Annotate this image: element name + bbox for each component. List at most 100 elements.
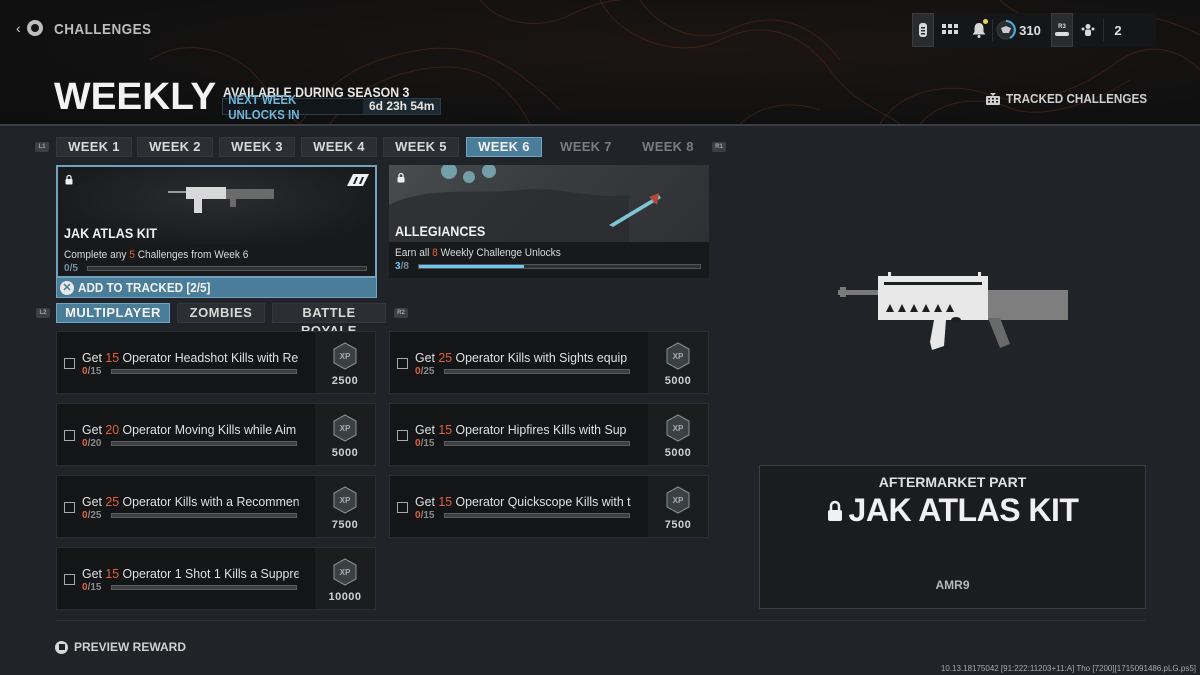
xp-badge-icon: XP bbox=[333, 342, 357, 370]
xp-amount: 5000 bbox=[664, 375, 692, 387]
xp-badge-icon: XP bbox=[666, 414, 690, 442]
tab-week-7[interactable]: WEEK 7 bbox=[560, 139, 612, 154]
tracked-challenges-button[interactable]: TRACKED CHALLENGES bbox=[986, 91, 1163, 106]
challenge-progress: 0/25 bbox=[415, 366, 435, 377]
reward-title-text: JAK ATLAS KIT bbox=[848, 492, 1079, 528]
brand-logo-icon bbox=[347, 174, 369, 186]
challenge-progress: 0/15 bbox=[415, 510, 435, 521]
lock-icon bbox=[827, 500, 842, 521]
tracked-challenges-label: TRACKED CHALLENGES bbox=[1006, 91, 1148, 106]
tab-multiplayer[interactable]: MULTIPLAYER bbox=[56, 303, 170, 323]
header-divider bbox=[0, 124, 1200, 126]
challenge-progress: 0/15 bbox=[415, 438, 435, 449]
reward-progress-bar bbox=[87, 266, 367, 271]
next-unlock-label: NEXT WEEK UNLOCKS IN bbox=[228, 91, 300, 122]
footer-divider bbox=[56, 620, 1146, 621]
lock-icon bbox=[65, 175, 73, 185]
reward-card-allegiances[interactable]: ALLEGIANCES Earn all 8 Weekly Challenge … bbox=[389, 165, 709, 278]
preview-reward-button[interactable]: PREVIEW REWARD bbox=[55, 640, 186, 654]
track-checkbox[interactable] bbox=[397, 358, 408, 369]
weapon-preview-image bbox=[838, 272, 1068, 350]
reward-progress: 3/8 bbox=[395, 261, 409, 272]
reward-card-jak-atlas-kit[interactable]: JAK ATLAS KIT Complete any 5 Challenges … bbox=[56, 165, 377, 278]
reward-category: AFTERMARKET PART bbox=[878, 474, 1027, 490]
reward-art bbox=[58, 167, 375, 244]
grid-menu-button[interactable] bbox=[934, 13, 966, 47]
preview-reward-label: PREVIEW REWARD bbox=[74, 640, 187, 654]
challenge-row[interactable]: Get 15 Operator Hipfires Kills with Sup … bbox=[389, 403, 709, 466]
challenge-progress-bar bbox=[111, 585, 297, 590]
controller-icon bbox=[919, 23, 927, 37]
notification-dot bbox=[983, 19, 988, 24]
challenge-row[interactable]: Get 15 Operator Quickscope Kills with t … bbox=[389, 475, 709, 538]
cross-button-icon: ✕ bbox=[60, 280, 74, 295]
tab-week-8[interactable]: WEEK 8 bbox=[642, 139, 694, 154]
player-level[interactable]: 310 bbox=[993, 13, 1043, 47]
challenge-row[interactable]: Get 15 Operator 1 Shot 1 Kills a Suppres… bbox=[56, 547, 376, 610]
challenge-text: Get 15 Operator 1 Shot 1 Kills a Suppres bbox=[82, 566, 299, 581]
track-checkbox[interactable] bbox=[397, 502, 408, 513]
r3-hint: R3 bbox=[1058, 24, 1066, 30]
camo-pattern-icon bbox=[389, 165, 661, 242]
svg-text:XP: XP bbox=[673, 424, 684, 433]
header: ‹ CHALLENGES WEEKLY AVAILABLE DURING SEA… bbox=[0, 0, 1200, 124]
r3-button[interactable]: R3 bbox=[1051, 13, 1073, 47]
xp-reward: XP 2500 bbox=[315, 332, 375, 393]
breadcrumb: CHALLENGES bbox=[54, 21, 152, 38]
stick-icon bbox=[1055, 32, 1069, 36]
challenge-row[interactable]: Get 20 Operator Moving Kills while Aim 0… bbox=[56, 403, 376, 466]
notifications-button[interactable] bbox=[966, 13, 992, 47]
back-button[interactable]: ‹ bbox=[16, 20, 43, 36]
challenge-text: Get 15 Operator Quickscope Kills with t bbox=[415, 494, 631, 509]
svg-text:XP: XP bbox=[340, 568, 351, 577]
xp-reward: XP 5000 bbox=[648, 404, 708, 465]
svg-text:XP: XP bbox=[340, 352, 351, 361]
challenge-progress: 0/15 bbox=[82, 366, 102, 377]
tab-battle-royale[interactable]: BATTLE ROYALE bbox=[272, 303, 386, 338]
reward-progress: 0/5 bbox=[64, 263, 78, 274]
availability-text: AVAILABLE DURING SEASON 3 bbox=[223, 84, 410, 100]
tab-zombies[interactable]: ZOMBIES bbox=[177, 303, 265, 323]
xp-reward: XP 10000 bbox=[315, 548, 375, 609]
tab-week-4[interactable]: WEEK 4 bbox=[301, 137, 377, 157]
track-checkbox[interactable] bbox=[64, 358, 75, 369]
challenge-progress-bar bbox=[444, 441, 630, 446]
menu-toggle-button[interactable] bbox=[912, 13, 934, 47]
svg-text:XP: XP bbox=[340, 496, 351, 505]
challenge-progress-bar bbox=[111, 369, 297, 374]
reward-name: ALLEGIANCES bbox=[395, 223, 486, 239]
party-button[interactable] bbox=[1073, 13, 1103, 47]
weapon-name: AMR9 bbox=[935, 578, 970, 592]
track-checkbox[interactable] bbox=[64, 502, 75, 513]
circle-button-icon bbox=[26, 20, 43, 36]
challenge-row[interactable]: Get 25 Operator Kills with Sights equip … bbox=[389, 331, 709, 394]
tab-week-3[interactable]: WEEK 3 bbox=[219, 137, 295, 157]
challenge-progress-bar bbox=[111, 513, 297, 518]
challenge-progress: 0/15 bbox=[82, 582, 102, 593]
add-to-tracked-button[interactable]: ✕ ADD TO TRACKED [2/5] bbox=[56, 278, 377, 298]
reward-name: JAK ATLAS KIT bbox=[64, 225, 158, 241]
tab-week-1[interactable]: WEEK 1 bbox=[56, 137, 132, 157]
challenge-row[interactable]: Get 25 Operator Kills with a Recommen 0/… bbox=[56, 475, 376, 538]
xp-reward: XP 7500 bbox=[315, 476, 375, 537]
track-checkbox[interactable] bbox=[397, 430, 408, 441]
track-checkbox[interactable] bbox=[64, 574, 75, 585]
tab-week-5[interactable]: WEEK 5 bbox=[383, 137, 459, 157]
challenge-text: Get 25 Operator Kills with Sights equip bbox=[415, 350, 628, 365]
reward-detail-panel: AFTERMARKET PART JAK ATLAS KIT AMR9 bbox=[759, 465, 1146, 609]
l1-hint-icon: L1 bbox=[35, 142, 49, 152]
xp-badge-icon: XP bbox=[666, 486, 690, 514]
rank-emblem-icon bbox=[996, 20, 1017, 40]
reward-title: JAK ATLAS KIT bbox=[760, 492, 1145, 529]
tab-week-6[interactable]: WEEK 6 bbox=[466, 137, 542, 157]
challenge-row[interactable]: Get 15 Operator Headshot Kills with Re 0… bbox=[56, 331, 376, 394]
weapon-image-icon bbox=[168, 187, 274, 213]
tab-week-2[interactable]: WEEK 2 bbox=[137, 137, 213, 157]
challenge-text: Get 15 Operator Hipfires Kills with Sup bbox=[415, 422, 627, 437]
xp-reward: XP 5000 bbox=[315, 404, 375, 465]
l2-hint-icon: L2 bbox=[36, 308, 50, 318]
reward-description: Complete any 5 Challenges from Week 6 bbox=[64, 249, 249, 261]
track-checkbox[interactable] bbox=[64, 430, 75, 441]
tracked-list-icon bbox=[986, 92, 1000, 105]
level-value: 310 bbox=[1019, 22, 1041, 38]
